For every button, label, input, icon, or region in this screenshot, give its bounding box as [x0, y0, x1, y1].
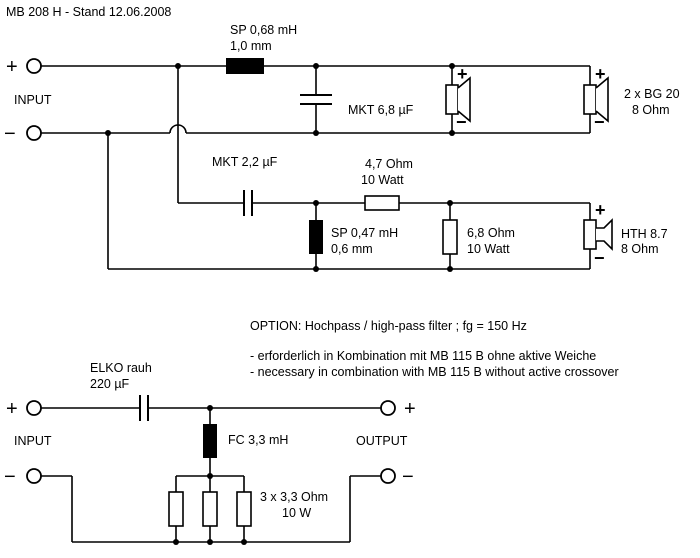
hp-input-label: INPUT: [14, 434, 52, 448]
sp1-label-1: SP 0,68 mH: [230, 23, 297, 37]
input-label: INPUT: [14, 93, 52, 107]
tweeter-label-2: 8 Ohm: [621, 242, 659, 256]
resistor-3-3-ohm-2: [202, 491, 218, 527]
hp-output-plus-sign: +: [404, 398, 416, 420]
woofer2-minus: −: [594, 112, 605, 132]
hp-input-plus-terminal: [26, 400, 42, 416]
fc-label: FC 3,3 mH: [228, 433, 288, 447]
input-plus-terminal: [26, 58, 42, 74]
tweeter-plus: +: [595, 200, 606, 220]
r47-label-1: 4,7 Ohm: [365, 157, 413, 171]
res-bank-label-1: 3 x 3,3 Ohm: [260, 490, 328, 504]
highpass-filter-circuit: + − INPUT + − OUTPUT ELKO rauh 220 µF FC…: [4, 361, 416, 545]
hp-input-plus-sign: +: [6, 398, 18, 420]
woofer1-minus: −: [456, 112, 467, 132]
hp-output-label: OUTPUT: [356, 434, 408, 448]
inductor-fc-3-3: [203, 424, 217, 458]
woofer2-plus: +: [595, 64, 606, 84]
mkt68-label: MKT 6,8 µF: [348, 103, 414, 117]
resistor-6-8-ohm: [442, 219, 458, 255]
inductor-sp-047: [309, 220, 323, 254]
hp-output-minus-sign: −: [402, 466, 414, 488]
mkt22-label: MKT 2,2 µF: [212, 155, 278, 169]
sp2-label-1: SP 0,47 mH: [331, 226, 398, 240]
woofer-label-2: 8 Ohm: [632, 103, 670, 117]
tweeter-minus: −: [594, 248, 605, 268]
woofer1-plus: +: [457, 64, 468, 84]
main-crossover-circuit: + − INPUT SP 0,68 mH 1,0 mm MKT 6,8 µF: [4, 23, 680, 272]
hp-input-minus-sign: −: [4, 466, 16, 488]
tweeter-speaker-icon: [583, 219, 597, 250]
input-minus-terminal: [26, 125, 42, 141]
hp-input-minus-terminal: [26, 468, 42, 484]
resistor-3-3-ohm-3: [236, 491, 252, 527]
option-heading: OPTION: Hochpass / high-pass filter ; fg…: [250, 319, 527, 333]
tweeter-label-1: HTH 8.7: [621, 227, 668, 241]
elko-label-1: ELKO rauh: [90, 361, 152, 375]
diagram-title: MB 208 H - Stand 12.06.2008: [6, 5, 171, 19]
sp2-label-2: 0,6 mm: [331, 242, 373, 256]
resistor-3-3-ohm-1: [168, 491, 184, 527]
inductor-sp-068: [226, 58, 264, 74]
hp-output-plus-terminal: [380, 400, 396, 416]
input-minus-sign: −: [4, 123, 16, 145]
woofer-label-1: 2 x BG 20: [624, 87, 680, 101]
r47-label-2: 10 Watt: [361, 173, 404, 187]
elko-label-2: 220 µF: [90, 377, 130, 391]
hp-output-minus-terminal: [380, 468, 396, 484]
r68-label-2: 10 Watt: [467, 242, 510, 256]
sp1-label-2: 1,0 mm: [230, 39, 272, 53]
option-note-en: - necessary in combination with MB 115 B…: [250, 365, 619, 379]
woofer-speaker-2-icon: [583, 84, 597, 115]
woofer-speaker-1-icon: [445, 84, 459, 115]
r68-label-1: 6,8 Ohm: [467, 226, 515, 240]
resistor-4-7-ohm: [364, 195, 400, 211]
res-bank-label-2: 10 W: [282, 506, 311, 520]
option-note-de: - erforderlich in Kombination mit MB 115…: [250, 349, 596, 363]
input-plus-sign: +: [6, 56, 18, 78]
